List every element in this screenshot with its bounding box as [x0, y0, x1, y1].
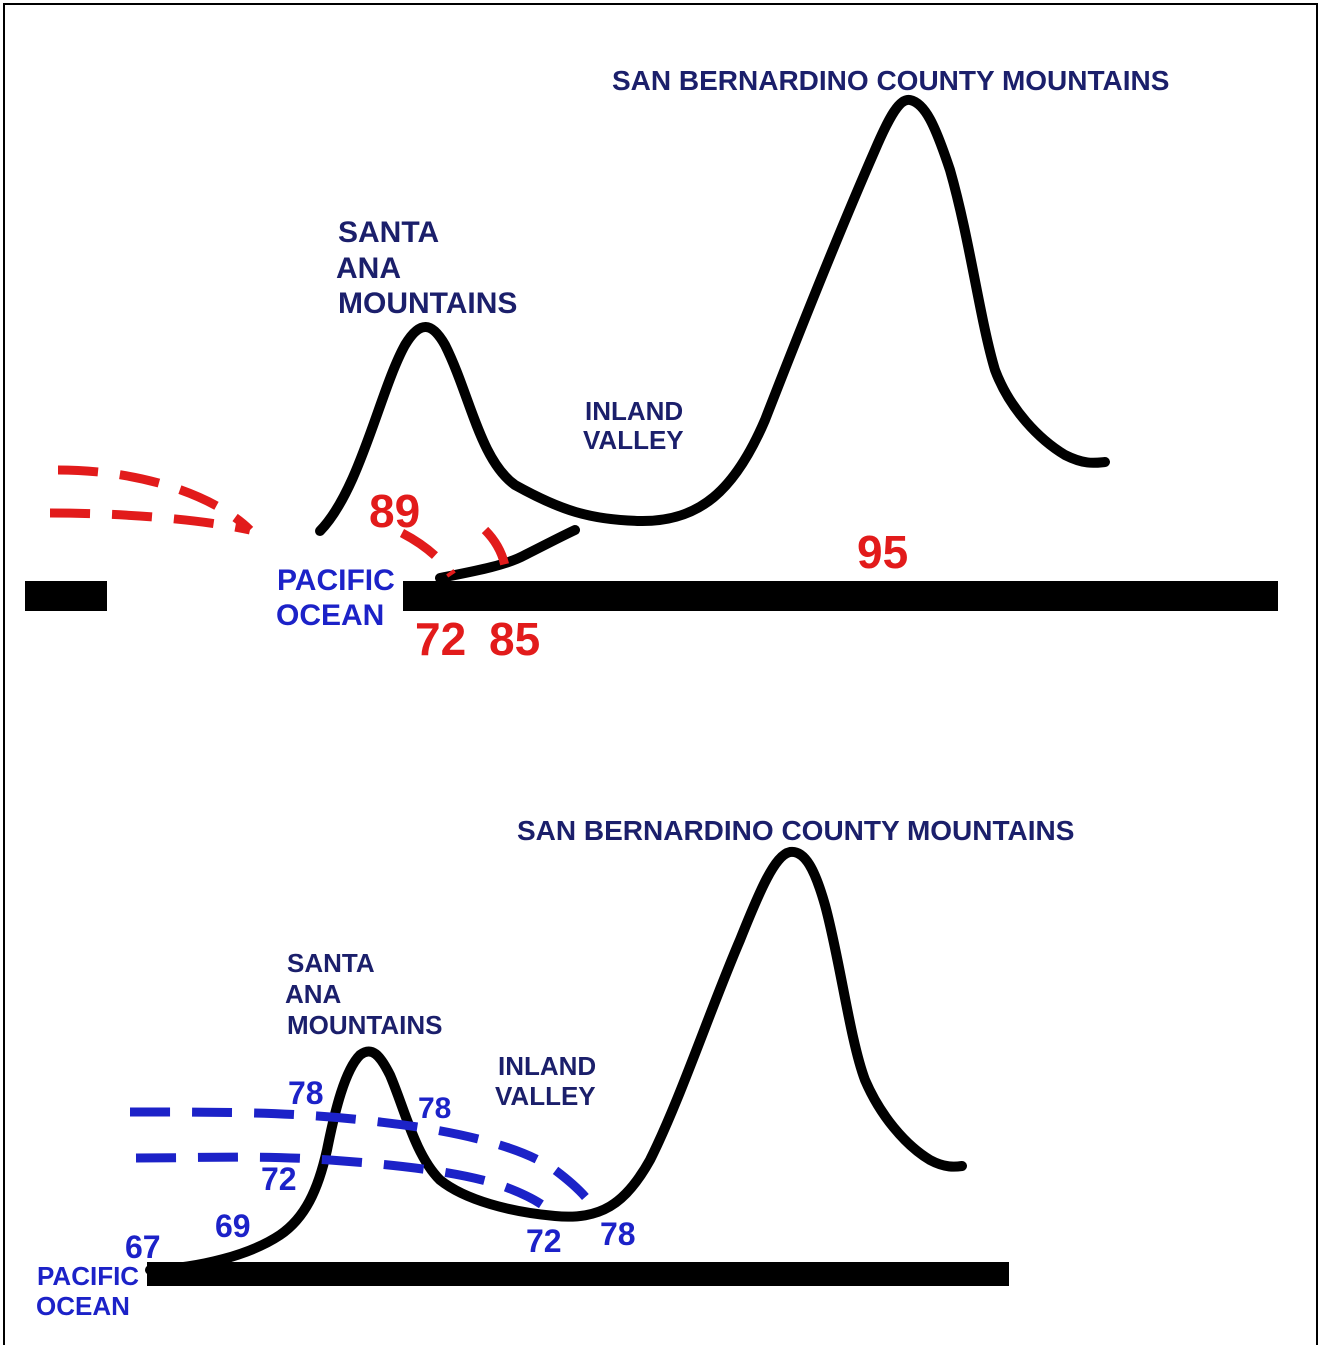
top-warm-layer-arc-1: [399, 529, 456, 578]
top-warm-layer-arc-2: [481, 526, 510, 568]
diagram-frame: [3, 3, 1318, 1345]
bottom-cool-layer-lower: [135, 1152, 559, 1219]
bottom-temp-72-valley: 72: [526, 1223, 562, 1259]
bottom-terrain-profile: [145, 846, 967, 1275]
top-warm-layer-lower: [49, 508, 252, 535]
top-santa-ana-line3: MOUNTAINS: [338, 287, 517, 320]
bottom-pacific-ocean-line2: OCEAN: [36, 1291, 130, 1321]
top-ocean-bar: [25, 581, 107, 611]
bottom-temp-72-slope: 72: [261, 1161, 297, 1197]
top-temp-85: 85: [489, 613, 540, 665]
bottom-cool-layer-upper: [129, 1107, 599, 1213]
top-pacific-ocean-line1: PACIFIC: [277, 564, 395, 597]
bottom-panel: SAN BERNARDINO COUNTY MOUNTAINS SANTA AN…: [36, 815, 1074, 1321]
top-inland-valley-line1: INLAND: [585, 396, 683, 426]
top-terrain-profile: [315, 94, 1110, 536]
bottom-santa-ana-line2: ANA: [285, 979, 342, 1009]
top-pacific-ocean-line2: OCEAN: [276, 599, 384, 632]
top-coastal-slope: [435, 525, 580, 583]
bottom-pacific-ocean-line1: PACIFIC: [37, 1261, 139, 1291]
top-temp-89: 89: [369, 485, 420, 537]
bottom-san-bernardino-label: SAN BERNARDINO COUNTY MOUNTAINS: [517, 815, 1074, 846]
bottom-temp-69: 69: [215, 1208, 251, 1244]
bottom-santa-ana-line3: MOUNTAINS: [287, 1010, 443, 1040]
top-ground-bar: [403, 581, 1278, 611]
bottom-santa-ana-line1: SANTA: [287, 948, 375, 978]
bottom-inland-valley-line2: VALLEY: [495, 1081, 596, 1111]
top-santa-ana-line2: ANA: [336, 252, 401, 285]
bottom-temp-78-peak: 78: [288, 1075, 324, 1111]
top-santa-ana-line1: SANTA: [338, 216, 439, 249]
bottom-temp-78-valley: 78: [600, 1216, 636, 1252]
bottom-inland-valley-line1: INLAND: [498, 1051, 596, 1081]
top-temp-72: 72: [415, 613, 466, 665]
top-panel: SAN BERNARDINO COUNTY MOUNTAINS SANTA AN…: [25, 65, 1278, 665]
bottom-ground-bar: [147, 1262, 1009, 1286]
top-temp-95: 95: [857, 526, 908, 578]
bottom-temp-78-leeside: 78: [418, 1092, 451, 1125]
top-san-bernardino-label: SAN BERNARDINO COUNTY MOUNTAINS: [612, 65, 1169, 96]
top-inland-valley-line2: VALLEY: [583, 425, 684, 455]
bottom-temp-67: 67: [125, 1229, 161, 1265]
top-warm-layer-upper: [57, 465, 254, 534]
